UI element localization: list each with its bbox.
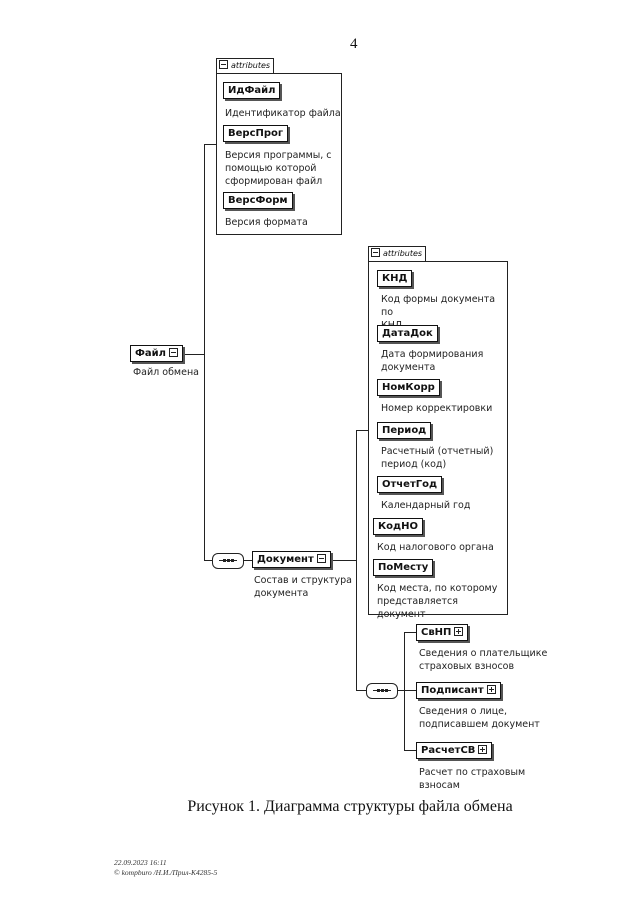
attribute-description: Версия формата <box>225 216 308 229</box>
attribute-node[interactable]: НомКорр <box>377 379 440 396</box>
description-line: Состав и структура <box>254 575 352 586</box>
attribute-node[interactable]: ВерсФорм <box>223 192 293 209</box>
description-line: Дата формирования <box>381 349 484 360</box>
collapse-icon[interactable] <box>219 60 228 69</box>
footer-stamp: © kompburo /Н.И./Прил-К4285-5 <box>114 868 218 877</box>
child-description: Сведения о лице, подписавшем документ <box>419 705 540 731</box>
description-line: Идентификатор файла <box>225 108 341 119</box>
description-line: Расчетный (отчетный) <box>381 446 494 457</box>
root-node-file[interactable]: Файл <box>130 345 183 362</box>
attribute-description: Календарный год <box>381 499 470 512</box>
figure-caption: Рисунок 1. Диаграмма структуры файла обм… <box>187 798 513 815</box>
child-description: Расчет по страховым взносам <box>419 766 525 792</box>
attributes-tab-label: attributes <box>383 249 423 258</box>
child-description: Сведения о плательщике страховых взносов <box>419 647 547 673</box>
description-line: помощью которой <box>225 163 317 174</box>
description-line: подписавшем документ <box>419 719 540 730</box>
expand-icon[interactable] <box>454 627 464 636</box>
description-line: документа <box>381 362 436 373</box>
child-node-label: РасчетСВ <box>421 745 476 756</box>
attribute-description: Номер корректировки <box>381 402 492 415</box>
description-line: Расчет по страховым <box>419 767 526 778</box>
child-node-label: Подписант <box>421 685 484 696</box>
description-line: Код формы документа по <box>381 294 496 318</box>
sequence-compositor-icon <box>212 553 244 569</box>
attribute-node[interactable]: КодНО <box>373 518 423 535</box>
attribute-node[interactable]: ИдФайл <box>223 82 281 99</box>
document-node[interactable]: Документ <box>252 551 331 568</box>
child-node-label: СвНП <box>421 627 452 638</box>
description-line: страховых взносов <box>419 661 515 672</box>
page-number: 4 <box>350 36 358 52</box>
child-node-podpisant[interactable]: Подписант <box>416 682 501 699</box>
description-line: документа <box>254 588 309 599</box>
attribute-node[interactable]: ВерсПрог <box>223 125 289 142</box>
footer-date: 22.09.2023 16:11 <box>114 858 167 867</box>
description-line: сформирован файл <box>225 176 323 187</box>
attribute-node[interactable]: Период <box>377 422 432 439</box>
description-line: Календарный год <box>381 500 471 511</box>
expand-icon[interactable] <box>478 745 488 754</box>
description-line: Код налогового органа <box>377 542 494 553</box>
child-node-raschetsv[interactable]: РасчетСВ <box>416 742 493 759</box>
attributes-tab-file[interactable]: attributes <box>216 58 275 73</box>
description-line: Версия программы, с <box>225 150 332 161</box>
attribute-node[interactable]: ПоМесту <box>373 559 434 576</box>
description-line: представляется документ <box>377 596 458 620</box>
attribute-description: Дата формирования документа <box>381 348 483 374</box>
attribute-description: Расчетный (отчетный) период (код) <box>381 445 493 471</box>
attribute-description: Код места, по которому представляется до… <box>377 582 507 621</box>
collapse-icon[interactable] <box>169 348 178 357</box>
description-line: Версия формата <box>225 217 308 228</box>
attribute-description: Версия программы, с помощью которой сфор… <box>225 149 332 188</box>
collapse-icon[interactable] <box>371 248 380 257</box>
attributes-tab-label: attributes <box>231 61 271 70</box>
root-node-description: Файл обмена <box>133 367 199 378</box>
attribute-node[interactable]: ДатаДок <box>377 325 438 342</box>
description-line: период (код) <box>381 459 447 470</box>
attribute-description: Идентификатор файла <box>225 107 341 120</box>
document-description: Состав и структура документа <box>254 574 352 600</box>
root-node-label: Файл <box>135 348 166 359</box>
description-line: Сведения о плательщике <box>419 648 548 659</box>
description-line: Сведения о лице, <box>419 706 508 717</box>
expand-icon[interactable] <box>486 685 496 694</box>
description-line: взносам <box>419 780 460 791</box>
attribute-description: Код налогового органа <box>377 541 494 554</box>
description-line: Код места, по которому <box>377 583 498 594</box>
file-attributes-group: ИдФайл Идентификатор файла ВерсПрог Верс… <box>216 73 342 235</box>
attribute-node[interactable]: КНД <box>377 270 413 287</box>
attribute-node[interactable]: ОтчетГод <box>377 476 443 493</box>
attributes-tab-document[interactable]: attributes <box>368 246 427 261</box>
collapse-icon[interactable] <box>316 554 326 563</box>
document-node-label: Документ <box>257 554 314 565</box>
document-attributes-group: КНД Код формы документа по КНД ДатаДок Д… <box>368 261 508 620</box>
child-node-svnp[interactable]: СвНП <box>416 624 469 641</box>
description-line: Номер корректировки <box>381 403 493 414</box>
sequence-compositor-icon <box>366 683 398 699</box>
